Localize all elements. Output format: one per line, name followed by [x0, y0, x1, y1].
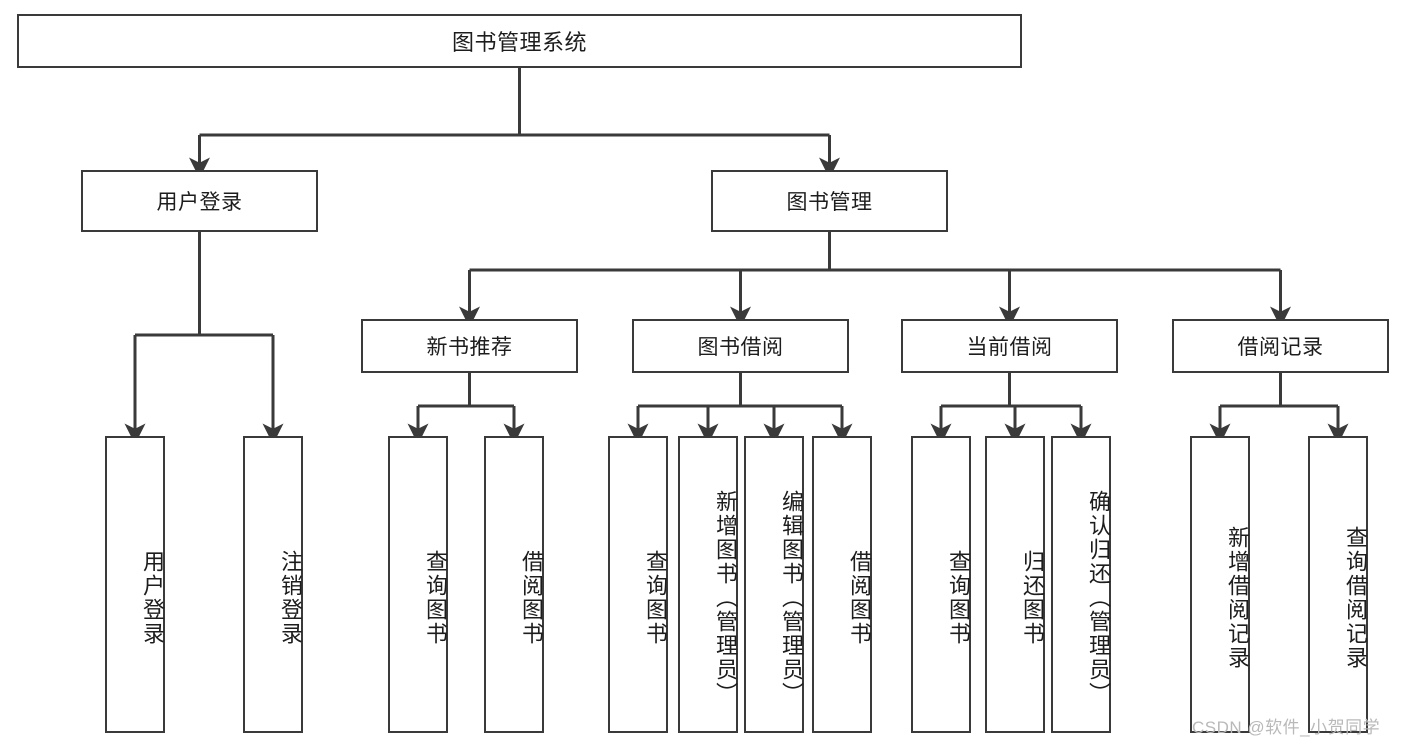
- node-leaf-query-book-2[interactable]: 查询图书: [608, 436, 668, 733]
- node-label: 新增图书（管理员）: [713, 489, 738, 706]
- node-leaf-borrow-book-1[interactable]: 借阅图书: [484, 436, 544, 733]
- node-leaf-query-book-1[interactable]: 查询图书: [388, 436, 448, 733]
- node-label: 用户登录: [156, 191, 243, 214]
- node-borrow-record[interactable]: 借阅记录: [1172, 319, 1389, 373]
- node-label: 查询图书: [423, 549, 448, 646]
- node-leaf-borrow-book-2[interactable]: 借阅图书: [812, 436, 872, 733]
- node-root[interactable]: 图书管理系统: [17, 14, 1022, 68]
- node-leaf-confirm-return[interactable]: 确认归还（管理员）: [1051, 436, 1111, 733]
- node-leaf-return-book[interactable]: 归还图书: [985, 436, 1045, 733]
- node-label: 图书管理系统: [451, 30, 587, 55]
- node-leaf-user-logout[interactable]: 注销登录: [243, 436, 303, 733]
- node-label: 用户登录: [140, 549, 165, 646]
- node-label: 借阅记录: [1237, 336, 1324, 359]
- node-label: 新增借阅记录: [1225, 525, 1250, 670]
- node-label: 归还图书: [1020, 549, 1045, 646]
- node-book-borrow[interactable]: 图书借阅: [632, 319, 849, 373]
- node-leaf-query-record[interactable]: 查询借阅记录: [1308, 436, 1368, 733]
- node-label: 图书借阅: [697, 336, 784, 359]
- node-label: 编辑图书（管理员）: [779, 489, 804, 706]
- node-label: 查询图书: [643, 549, 668, 646]
- watermark-text: CSDN @软件_小贺同学: [1192, 718, 1381, 737]
- node-leaf-edit-book[interactable]: 编辑图书（管理员）: [744, 436, 804, 733]
- node-leaf-add-record[interactable]: 新增借阅记录: [1190, 436, 1250, 733]
- node-user-login[interactable]: 用户登录: [81, 170, 318, 232]
- node-label: 确认归还（管理员）: [1086, 489, 1111, 706]
- node-leaf-add-book[interactable]: 新增图书（管理员）: [678, 436, 738, 733]
- node-label: 借阅图书: [519, 549, 544, 646]
- node-label: 查询图书: [946, 549, 971, 646]
- node-label: 当前借阅: [966, 336, 1053, 359]
- node-label: 注销登录: [278, 549, 303, 646]
- node-book-manage[interactable]: 图书管理: [711, 170, 948, 232]
- node-new-book-rec[interactable]: 新书推荐: [361, 319, 578, 373]
- node-label: 借阅图书: [847, 549, 872, 646]
- node-label: 新书推荐: [426, 336, 513, 359]
- node-current-borrow[interactable]: 当前借阅: [901, 319, 1118, 373]
- node-leaf-user-login[interactable]: 用户登录: [105, 436, 165, 733]
- node-leaf-query-book-3[interactable]: 查询图书: [911, 436, 971, 733]
- node-label: 图书管理: [786, 191, 873, 214]
- node-label: 查询借阅记录: [1343, 525, 1368, 670]
